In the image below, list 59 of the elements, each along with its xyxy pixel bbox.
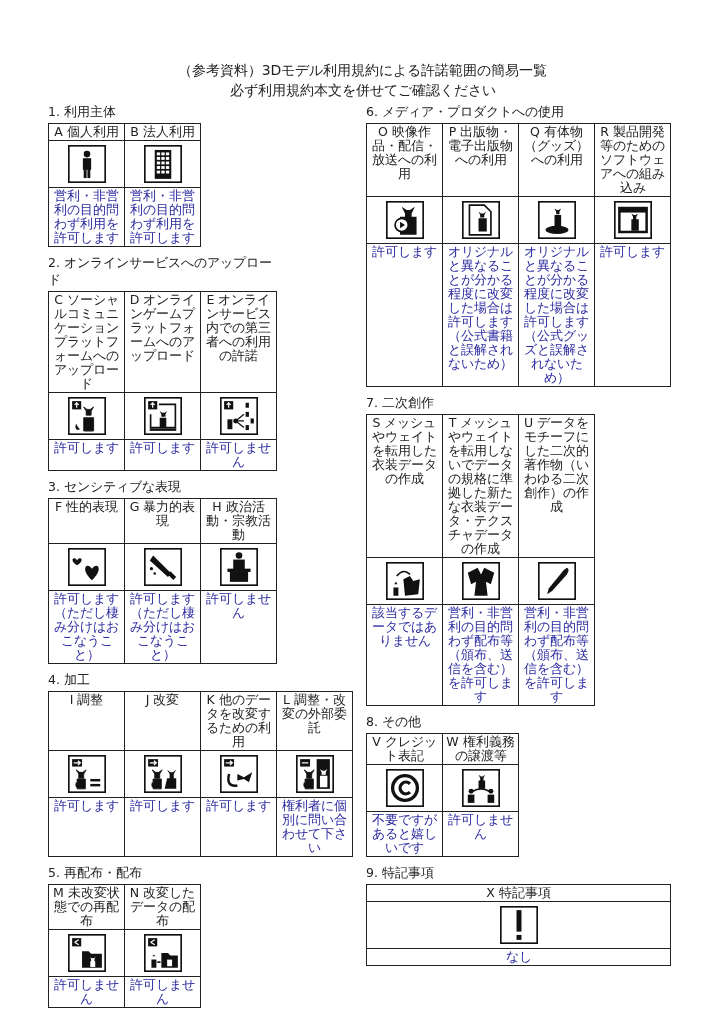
term-heading: G 暴力的表現: [125, 499, 201, 544]
term-heading: U データをモチーフにした二次的著作物（いわゆる二次創作）の作成: [519, 415, 595, 558]
section-heading: 2. オンラインサービスへのアップロード: [48, 255, 273, 289]
term-heading: R 製品開発等のためのソフトウェアへの組み込み: [595, 124, 671, 197]
term-heading: K 他のデータを改変するための利用: [201, 692, 277, 751]
section-heading: 8. その他: [366, 714, 422, 731]
term-heading: N 改変したデータの配布: [125, 885, 201, 930]
section-heading: 1. 利用主体: [48, 104, 117, 121]
permission-text: オリジナルと異なることが分かる程度に改変した場合は許可します（公式書籍と誤解されないため）: [443, 244, 519, 387]
permission-text: 許可します（ただし棲み分けはおこなうこと）: [125, 591, 201, 664]
term-heading: L 調整・改変の外部委託: [277, 692, 353, 751]
permission-text: 許可します（ただし棲み分けはおこなうこと）: [49, 591, 125, 664]
term-heading: E オンラインサービス内での第三者への利用の許諾: [201, 292, 277, 393]
section-heading: 3. センシティブな表現: [48, 479, 182, 496]
term-heading: C ソーシャルコミュニケーションプラットフォームへのアップロード: [49, 292, 125, 393]
term-heading: M 未改変状態での再配布: [49, 885, 125, 930]
permission-text: 許可しません: [201, 591, 277, 664]
permission-text: なし: [367, 949, 671, 966]
term-heading: I 調整: [49, 692, 125, 751]
permission-text: 許可します: [201, 798, 277, 857]
permission-text: 権利者に個別に問い合わせて下さい: [277, 798, 353, 857]
permission-text: 許可します: [49, 440, 125, 471]
term-heading: J 改変: [125, 692, 201, 751]
term-heading: H 政治活動・宗教活動: [201, 499, 277, 544]
term-heading: W 権利義務の譲渡等: [443, 734, 519, 765]
term-heading: O 映像作品・配信・放送への利用: [367, 124, 443, 197]
page-subtitle: 必ず利用規約本文を併せてご確認ください: [228, 82, 497, 100]
term-heading: P 出版物・電子出版物への利用: [443, 124, 519, 197]
permission-text: 許可します: [367, 244, 443, 387]
term-heading: S メッシュやウェイトを転用した衣装データの作成: [367, 415, 443, 558]
permission-text: 許可します: [125, 798, 201, 857]
section-heading: 5. 再配布・配布: [48, 865, 143, 882]
section-heading: 7. 二次創作: [366, 395, 435, 412]
permission-text: 許可しません: [443, 812, 519, 857]
term-heading: X 特記事項: [367, 885, 671, 902]
permission-text: 営利・非営利の目的問わず利用を許可します: [49, 188, 125, 247]
permission-text: 営利・非営利の目的問わず利用を許可します: [125, 188, 201, 247]
term-heading: T メッシュやウェイトを転用しないでデータの規格に準拠した新たな衣装データ・テクスチャデータの作成: [443, 415, 519, 558]
permission-text: 許可します: [595, 244, 671, 387]
permission-text: 営利・非営利の目的問わず配布等（頒布、送信を含む）を許可します: [443, 605, 519, 706]
permission-text: 許可します: [49, 798, 125, 857]
term-heading: D オンラインゲームプラットフォームへのアップロード: [125, 292, 201, 393]
section-heading: 6. メディア・プロダクトへの使用: [366, 104, 565, 121]
permission-text: 該当するデータではありません: [367, 605, 443, 706]
section-heading: 9. 特記事項: [366, 865, 435, 882]
term-heading: F 性的表現: [49, 499, 125, 544]
term-heading: V クレジット表記: [367, 734, 443, 765]
section-heading: 4. 加工: [48, 672, 91, 689]
permission-text: 許可しません: [201, 440, 277, 471]
term-heading: A 個人利用: [49, 124, 125, 141]
page-title: （参考資料）3Dモデル利用規約による許諾範囲の簡易一覧: [176, 62, 549, 80]
permission-text: 許可しません: [49, 977, 125, 1008]
permission-text: 許可します: [125, 440, 201, 471]
permission-text: 許可しません: [125, 977, 201, 1008]
term-heading: Q 有体物（グッズ）への利用: [519, 124, 595, 197]
permission-text: 営利・非営利の目的問わず配布等（頒布、送信を含む）を許可します: [519, 605, 595, 706]
permission-text: 不要ですがあると嬉しいです: [367, 812, 443, 857]
permission-text: オリジナルと異なることが分かる程度に改変した場合は許可します（公式グッズと誤解されないため）: [519, 244, 595, 387]
term-heading: B 法人利用: [125, 124, 201, 141]
